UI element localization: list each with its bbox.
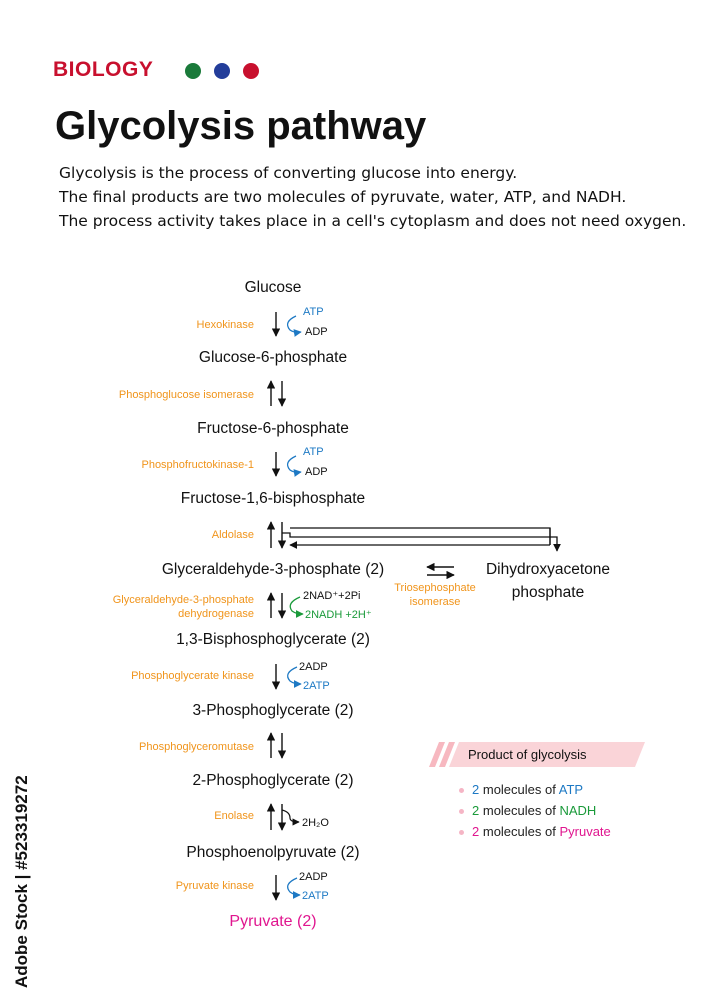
enzyme-triosephosphate-line-1: Triosephosphate bbox=[394, 582, 476, 594]
cofactor-pfk-adp: ADP bbox=[305, 466, 328, 478]
cofactor-hexokinase-adp: ADP bbox=[305, 326, 328, 338]
bullet-icon bbox=[459, 830, 464, 836]
legend-count: 2 bbox=[472, 824, 480, 839]
molecule-fructose-1-6-bisphosphate: Fructose-1,6-bisphosphate bbox=[180, 490, 366, 507]
cofactor-pgk-atp: 2ATP bbox=[303, 680, 330, 692]
enzyme-phosphofructokinase: Phosphofructokinase-1 bbox=[141, 459, 254, 471]
legend-text: molecules of bbox=[482, 803, 556, 818]
enzyme-phosphoglyceromutase: Phosphoglyceromutase bbox=[139, 741, 254, 753]
molecule-glucose: Glucose bbox=[244, 279, 302, 296]
enzyme-g3p-dehydrogenase-line-1: Glyceraldehyde-3-phosphate bbox=[112, 594, 254, 606]
enzyme-enolase: Enolase bbox=[214, 810, 254, 822]
legend-product: Pyruvate bbox=[559, 824, 611, 839]
stock-watermark: Adobe Stock | #523319272 bbox=[12, 775, 31, 988]
molecule-3-phosphoglycerate: 3-Phosphoglycerate (2) bbox=[192, 702, 354, 719]
description-line-2: The final products are two molecules of … bbox=[59, 188, 627, 206]
molecule-pyruvate: Pyruvate (2) bbox=[203, 913, 343, 931]
molecule-fructose-6-phosphate: Fructose-6-phosphate bbox=[197, 420, 349, 437]
arrow-phosphofructokinase bbox=[271, 452, 302, 477]
cofactor-hexokinase-atp: ATP bbox=[303, 306, 324, 318]
pyruvate-label: Pyruvate bbox=[229, 913, 293, 930]
cofactor-pk-adp: 2ADP bbox=[299, 871, 328, 883]
page-title: Glycolysis pathway bbox=[55, 104, 427, 148]
enzyme-hexokinase: Hexokinase bbox=[196, 319, 254, 331]
enzyme-pyruvate-kinase: Pyruvate kinase bbox=[175, 880, 254, 892]
bullet-icon bbox=[459, 809, 464, 815]
arrow-phosphoglycerate-kinase bbox=[271, 664, 302, 690]
arrow-g3p-dehydrogenase bbox=[266, 592, 304, 619]
arrow-aldolase bbox=[266, 521, 561, 552]
arrow-phosphoglyceromutase bbox=[266, 732, 287, 759]
enzyme-phosphoglycerate-kinase: Phosphoglycerate kinase bbox=[131, 670, 254, 682]
cofactor-g3pdh-nad: 2NAD⁺+2Pi bbox=[303, 590, 361, 602]
blue-dot-icon bbox=[214, 63, 230, 79]
legend-text: molecules of bbox=[482, 782, 556, 797]
legend-item-nadh: 2 molecules of NADH bbox=[459, 803, 596, 818]
molecule-dihydroxyacetone-line-2: phosphate bbox=[511, 584, 585, 601]
arrow-pyruvate-kinase bbox=[271, 875, 301, 901]
enzyme-aldolase: Aldolase bbox=[211, 529, 254, 541]
legend-item-pyruvate: 2 molecules of Pyruvate bbox=[459, 824, 611, 839]
arrow-phosphoglucose-isomerase bbox=[266, 380, 287, 407]
arrow-hexokinase bbox=[271, 312, 302, 337]
enzyme-g3p-dehydrogenase-line-2: dehydrogenase bbox=[178, 608, 254, 620]
red-dot-icon bbox=[243, 63, 259, 79]
legend-text: molecules of bbox=[482, 824, 556, 839]
subject-label: BIOLOGY bbox=[53, 58, 154, 81]
legend-count: 2 bbox=[472, 782, 480, 797]
green-dot-icon bbox=[185, 63, 201, 79]
legend-count: 2 bbox=[472, 803, 480, 818]
legend-title: Product of glycolysis bbox=[468, 747, 587, 762]
enzyme-triosephosphate-line-2: isomerase bbox=[409, 596, 461, 608]
description-line-1: Glycolysis is the process of converting … bbox=[59, 164, 518, 182]
molecule-glyceraldehyde-3-phosphate: Glyceraldehyde-3-phosphate (2) bbox=[161, 561, 385, 578]
bullet-icon bbox=[459, 788, 464, 794]
cofactor-g3pdh-nadh: 2NADH +2H⁺ bbox=[305, 609, 372, 621]
enzyme-phosphoglucose-isomerase: Phosphoglucose isomerase bbox=[118, 389, 254, 401]
legend-product: NADH bbox=[559, 803, 597, 818]
molecule-2-phosphoglycerate: 2-Phosphoglycerate (2) bbox=[192, 772, 354, 789]
molecule-1-3-bisphosphoglycerate: 1,3-Bisphosphoglycerate (2) bbox=[176, 631, 370, 648]
molecule-phosphoenolpyruvate: Phosphoenolpyruvate (2) bbox=[186, 844, 360, 861]
cofactor-pgk-adp: 2ADP bbox=[299, 661, 328, 673]
cofactor-pfk-atp: ATP bbox=[303, 446, 324, 458]
pyruvate-count: (2) bbox=[297, 913, 317, 930]
cofactor-enolase-water: 2H₂O bbox=[302, 817, 329, 829]
molecule-dihydroxyacetone-line-1: Dihydroxyacetone bbox=[485, 561, 611, 578]
legend-product: ATP bbox=[558, 782, 584, 797]
legend-banner bbox=[429, 742, 645, 767]
arrow-triosephosphate-isomerase bbox=[426, 562, 455, 580]
arrow-enolase bbox=[266, 803, 300, 831]
cofactor-pk-atp: 2ATP bbox=[302, 890, 329, 902]
molecule-glucose-6-phosphate: Glucose-6-phosphate bbox=[198, 349, 348, 366]
description-line-3: The process activity takes place in a ce… bbox=[59, 212, 687, 230]
legend-item-atp: 2 molecules of ATP bbox=[459, 782, 583, 797]
